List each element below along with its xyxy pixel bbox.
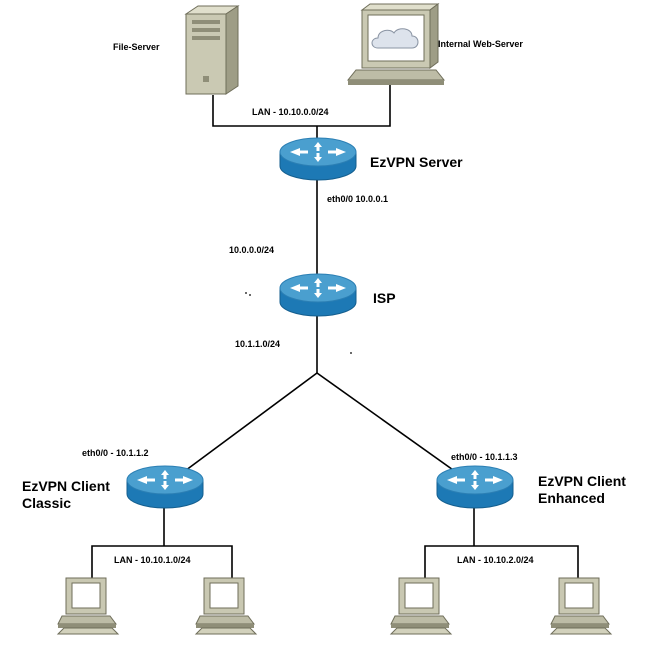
isp-label: ISP bbox=[373, 290, 396, 306]
client-enhanced-label: EzVPN Client Enhanced bbox=[538, 473, 626, 507]
client-classic-label: EzVPN Client Classic bbox=[22, 478, 110, 512]
server-lan-label: LAN - 10.10.0.0/24 bbox=[252, 107, 329, 117]
network-links bbox=[91, 84, 579, 585]
stray-dot bbox=[249, 294, 251, 296]
client-classic-label-line1: EzVPN Client bbox=[22, 478, 110, 494]
ezvpn-server-label: EzVPN Server bbox=[370, 154, 463, 170]
isp-downstream-label: 10.1.1.0/24 bbox=[235, 339, 281, 349]
client-enhanced-label-line2: Enhanced bbox=[538, 490, 605, 506]
ezvpn-server-router-icon bbox=[279, 137, 357, 181]
client-enhanced-router-icon bbox=[436, 465, 514, 509]
enhanced-lan-label: LAN - 10.10.2.0/24 bbox=[457, 555, 534, 565]
client-classic-router-icon bbox=[126, 465, 204, 509]
stray-dot bbox=[350, 352, 352, 354]
file-server-icon bbox=[184, 5, 240, 95]
pc-icon bbox=[550, 577, 612, 635]
client-classic-label-line2: Classic bbox=[22, 495, 72, 511]
link-classic-lan bbox=[91, 545, 233, 585]
pc-icon bbox=[57, 577, 119, 635]
client-enhanced-label-line1: EzVPN Client bbox=[538, 473, 626, 489]
file-server-label: File-Server bbox=[113, 42, 160, 52]
pc-icon bbox=[195, 577, 257, 635]
link-enhanced-lan bbox=[424, 545, 579, 585]
pc-icon bbox=[390, 577, 452, 635]
classic-lan-label: LAN - 10.10.1.0/24 bbox=[114, 555, 191, 565]
enhanced-iface-label: eth0/0 - 10.1.1.3 bbox=[451, 452, 518, 462]
link-junction-to-enhanced bbox=[316, 372, 471, 483]
server-iface-label: eth0/0 10.0.0.1 bbox=[327, 194, 389, 204]
link-junction-to-classic bbox=[169, 372, 318, 483]
stray-dot bbox=[245, 292, 247, 294]
link-file-server-lan bbox=[212, 84, 391, 127]
web-server-label: Internal Web-Server bbox=[438, 39, 523, 49]
isp-router-icon bbox=[279, 273, 357, 317]
isp-upstream-label: 10.0.0.0/24 bbox=[229, 245, 275, 255]
cloud-icon bbox=[371, 28, 419, 49]
classic-iface-label: eth0/0 - 10.1.1.2 bbox=[82, 448, 149, 458]
web-server-icon bbox=[346, 3, 446, 85]
